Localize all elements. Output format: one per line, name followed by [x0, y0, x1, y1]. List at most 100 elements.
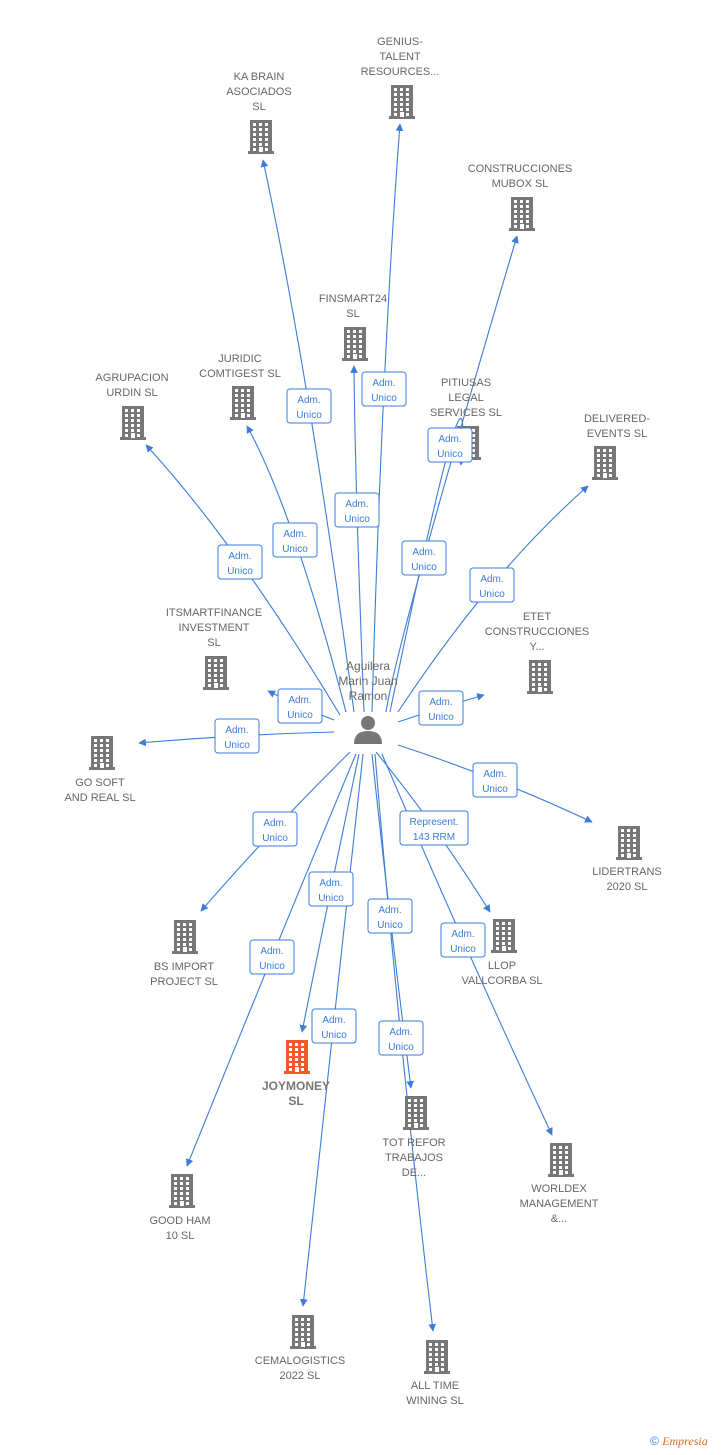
company-label: MUBOX SL	[492, 178, 549, 190]
role-text: Adm.	[389, 1027, 412, 1038]
role-text: Unico	[411, 562, 437, 573]
person-name: Ramon	[349, 689, 388, 703]
building-icon[interactable]	[248, 120, 274, 154]
role-badge-itsmart[interactable]: Adm.Unico	[277, 688, 323, 724]
role-badge-llop[interactable]: Represent.143 RRM	[399, 810, 469, 846]
building-icon[interactable]	[389, 85, 415, 119]
company-node-construcciones[interactable]: CONSTRUCCIONES MUBOX SL	[468, 163, 573, 231]
edge-genius	[371, 123, 404, 713]
company-node-juridic[interactable]: JURIDIC COMTIGEST SL	[199, 353, 281, 420]
building-icon[interactable]	[230, 386, 256, 420]
role-badge-etet[interactable]: Adm.Unico	[418, 690, 464, 726]
role-badge-delivered[interactable]: Adm.Unico	[469, 567, 515, 603]
building-icon[interactable]	[89, 736, 115, 770]
role-text: Unico	[371, 393, 397, 404]
role-badge-juridic[interactable]: Adm.Unico	[272, 522, 318, 558]
role-badge-gosoft[interactable]: Adm.Unico	[214, 718, 260, 754]
company-node-genius[interactable]: GENIUS-TALENTRESOURCES...	[361, 36, 440, 119]
role-badge-goodham[interactable]: Adm.Unico	[249, 939, 295, 975]
building-icon[interactable]	[509, 197, 535, 231]
role-text: Unico	[282, 544, 308, 555]
person-name: Marin Juan	[338, 674, 397, 688]
company-label: AND REAL SL	[64, 792, 135, 804]
role-badge-bsimport[interactable]: Adm.Unico	[252, 811, 298, 847]
building-icon[interactable]	[403, 1096, 429, 1130]
building-icon[interactable]	[169, 1174, 195, 1208]
building-icon[interactable]	[527, 660, 553, 694]
role-badge-genius[interactable]: Adm.Unico	[361, 371, 407, 407]
person-icon[interactable]	[354, 716, 382, 744]
company-node-worldex[interactable]: WORLDEXMANAGEMENT&...	[520, 1143, 599, 1225]
building-icon[interactable]	[491, 919, 517, 953]
company-label: LLOP	[488, 960, 516, 972]
company-label: URDIN SL	[106, 387, 157, 399]
role-text: Unico	[227, 566, 253, 577]
company-label: SL	[346, 308, 359, 320]
company-label: PROJECT SL	[150, 976, 218, 988]
role-text: Adm.	[297, 395, 320, 406]
company-label: LEGAL	[448, 392, 483, 404]
footer: © Empresia	[650, 1434, 708, 1449]
role-text: Unico	[296, 410, 322, 421]
role-badge-agrupacion[interactable]: Adm. Unico	[217, 544, 263, 580]
company-label: 10 SL	[166, 1230, 195, 1242]
building-icon[interactable]	[172, 920, 198, 954]
empresia-logo[interactable]: Empresia	[662, 1434, 708, 1448]
role-badge-cemalogistics[interactable]: Adm.Unico	[311, 1008, 357, 1044]
role-text: Adm.	[228, 551, 251, 562]
building-icon[interactable]	[424, 1340, 450, 1374]
company-node-totrefor[interactable]: TOT REFORTRABAJOSDE...	[382, 1096, 446, 1179]
copyright-symbol: ©	[650, 1434, 659, 1448]
role-badge-lidertrans[interactable]: Adm.Unico	[472, 762, 518, 798]
role-text: Adm.	[378, 905, 401, 916]
role-text: Adm.	[322, 1015, 345, 1026]
company-label: ASOCIADOS	[226, 86, 291, 98]
company-node-etet[interactable]: ETETCONSTRUCCIONESY...	[485, 611, 590, 694]
company-label: Y...	[529, 641, 544, 653]
company-label: JURIDIC	[218, 353, 261, 365]
role-badge-kabrain[interactable]: Adm. Unico	[286, 388, 332, 424]
building-icon[interactable]	[592, 446, 618, 480]
company-label: CONSTRUCCIONES	[468, 163, 573, 175]
role-text: 143 RRM	[413, 832, 455, 843]
building-icon[interactable]	[342, 327, 368, 361]
role-badge-finsmart[interactable]: Adm.Unico	[334, 492, 380, 528]
company-label: COMTIGEST SL	[199, 368, 281, 380]
building-icon[interactable]	[290, 1315, 316, 1349]
company-label: CEMALOGISTICS	[255, 1355, 345, 1367]
role-text: Unico	[450, 944, 476, 955]
role-text: Adm.	[480, 574, 503, 585]
role-badge-pitiusas[interactable]: Adm.Unico	[427, 427, 473, 463]
company-node-agrupacion[interactable]: AGRUPACION URDIN SL	[95, 372, 169, 440]
company-label: TALENT	[379, 51, 421, 63]
role-badge-worldex[interactable]: Adm.Unico	[440, 922, 486, 958]
role-badge-construcciones[interactable]: Adm.Unico	[401, 540, 447, 576]
role-badge-alltime[interactable]: Adm.Unico	[378, 1020, 424, 1056]
building-icon[interactable]	[548, 1143, 574, 1177]
building-icon[interactable]	[120, 406, 146, 440]
role-text: Unico	[287, 710, 313, 721]
building-icon[interactable]	[616, 826, 642, 860]
building-icon[interactable]	[284, 1040, 310, 1074]
role-text: Unico	[482, 784, 508, 795]
role-text: Adm.	[319, 878, 342, 889]
company-label: AGRUPACION	[95, 372, 168, 384]
company-label: MANAGEMENT	[520, 1198, 599, 1210]
company-node-delivered[interactable]: DELIVERED-EVENTS SL	[584, 413, 650, 480]
building-icon[interactable]	[203, 656, 229, 690]
role-text: Unico	[377, 920, 403, 931]
role-badge-joymoney[interactable]: Adm.Unico	[308, 871, 354, 907]
role-badge-totrefor[interactable]: Adm. Unico	[367, 898, 413, 934]
